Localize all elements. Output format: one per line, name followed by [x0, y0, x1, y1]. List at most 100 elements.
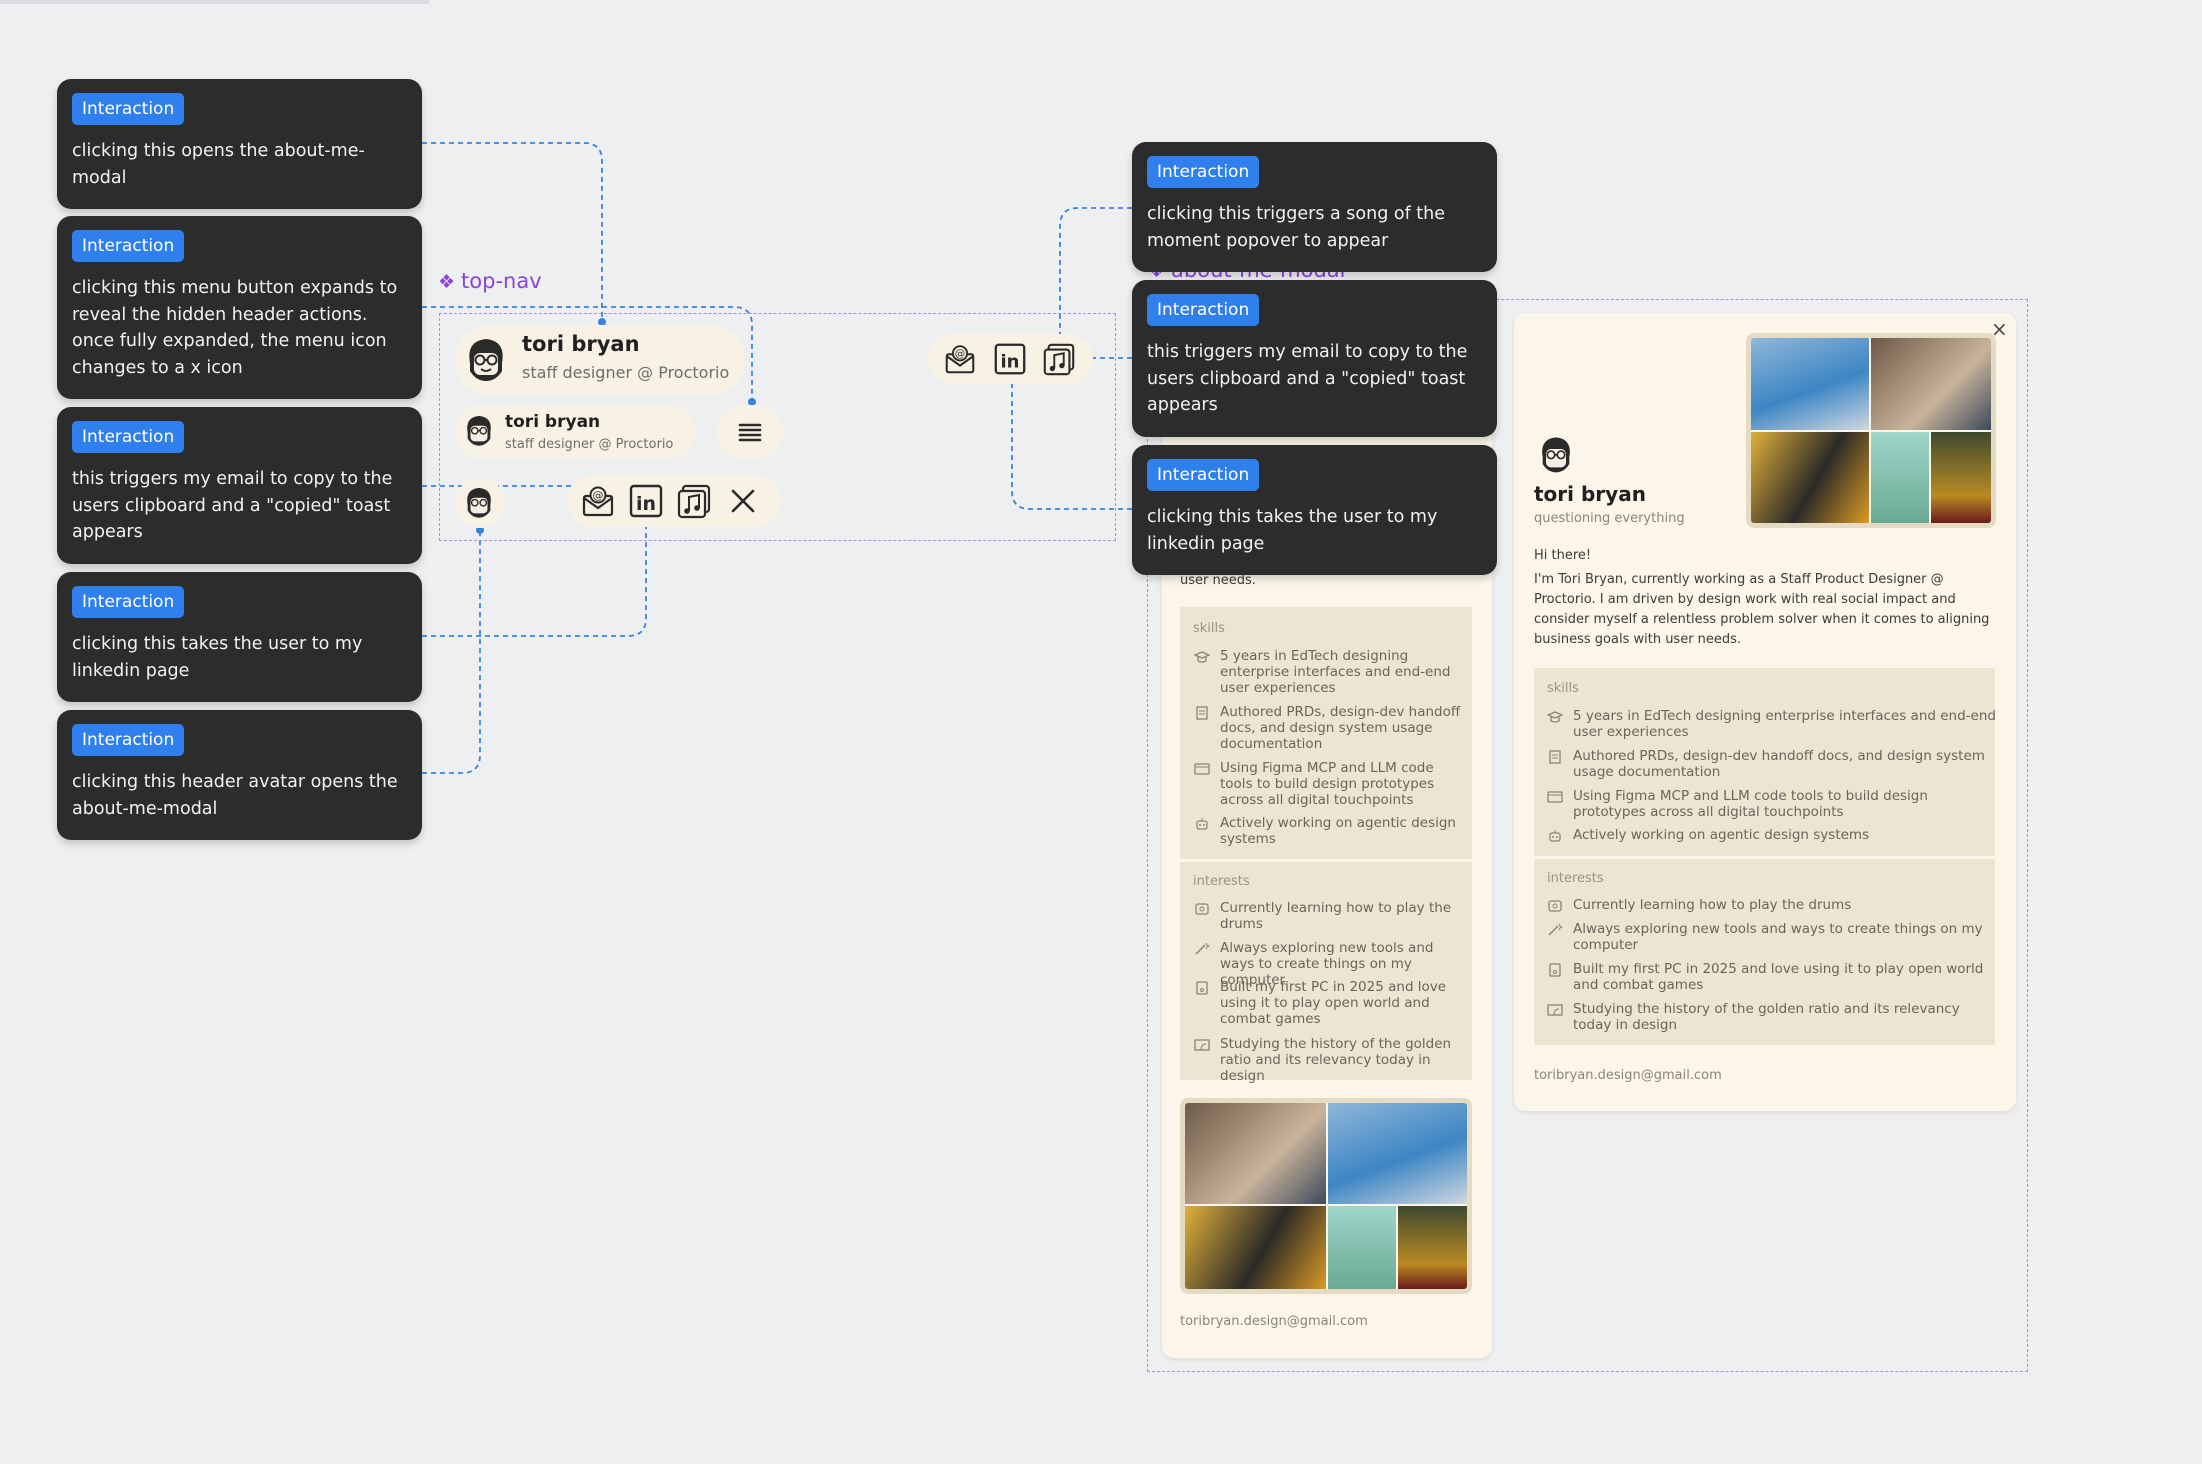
modal-intro-tail: user needs.	[1180, 573, 1256, 588]
svg-text:in: in	[636, 493, 656, 515]
avatar	[1542, 437, 1570, 473]
skills-title: skills	[1547, 681, 1579, 696]
item-text: Studying the history of the golden ratio…	[1220, 1036, 1452, 1084]
nav-pill-expanded-header[interactable]	[455, 325, 745, 395]
skills-panel	[1180, 607, 1472, 859]
skills-panel	[1534, 668, 1995, 856]
interaction-tag: Interaction	[72, 586, 185, 618]
item-text: 5 years in EdTech designing enterprise i…	[1573, 708, 1996, 740]
item-text: Currently learning how to play the drums	[1220, 900, 1452, 932]
annotation-text: clicking this takes the user to my linke…	[72, 634, 363, 681]
item-text: Built my first PC in 2025 and love using…	[1220, 979, 1447, 1027]
photo-tile	[1871, 432, 1929, 523]
magic-wand-icon	[1548, 923, 1563, 936]
browser-window-icon	[1547, 791, 1563, 803]
modal-email[interactable]: toribryan.design@gmail.com	[1180, 1314, 1368, 1329]
modal-intro: I'm Tori Bryan, currently working as a S…	[1534, 572, 1990, 647]
pc-tower-icon	[1549, 963, 1561, 977]
avatar[interactable]	[462, 333, 510, 385]
pc-tower-icon	[1196, 981, 1208, 995]
photo-tile	[1185, 1206, 1326, 1289]
email-icon[interactable]: @	[579, 482, 617, 520]
hamburger-menu-icon[interactable]	[731, 413, 769, 451]
interaction-tag: Interaction	[72, 230, 185, 262]
close-icon[interactable]	[724, 482, 762, 520]
skills-title: skills	[1193, 621, 1225, 636]
item-text: Actively working on agentic design syste…	[1220, 815, 1456, 847]
interaction-tag: Interaction	[1147, 156, 1260, 188]
annotation-header-avatar: Interaction clicking this header avatar …	[57, 710, 422, 840]
svg-text:@: @	[593, 489, 604, 502]
nav-pill-compact-header[interactable]	[455, 405, 695, 459]
interaction-tag: Interaction	[1147, 294, 1260, 326]
frame-label-top-nav: ❖top-nav	[438, 269, 542, 293]
component-icon: ❖	[438, 271, 456, 293]
item-text: 5 years in EdTech designing enterprise i…	[1220, 648, 1451, 696]
browser-window-icon	[1194, 763, 1210, 775]
avatar[interactable]	[462, 411, 496, 449]
annotation-text: clicking this header avatar opens the ab…	[72, 772, 398, 819]
item-text: Using Figma MCP and LLM code tools to bu…	[1573, 788, 1928, 820]
frame-label-text: top-nav	[461, 269, 542, 293]
modal-name: tori bryan	[1534, 482, 1646, 506]
modal-greeting: Hi there!	[1534, 548, 1592, 563]
menu-button[interactable]	[717, 405, 783, 459]
interests-title: interests	[1547, 871, 1604, 886]
music-note-icon[interactable]	[1041, 341, 1077, 377]
item-text: Studying the history of the golden ratio…	[1573, 1001, 1960, 1033]
photo-tile	[1398, 1206, 1467, 1289]
linkedin-icon[interactable]: in	[992, 341, 1028, 377]
photo-tile	[1328, 1206, 1396, 1289]
document-icon	[1196, 706, 1208, 720]
photo-collage	[1746, 333, 1996, 528]
golden-ratio-icon	[1194, 1039, 1210, 1051]
annotation-song-popover: Interaction clicking this triggers a son…	[1132, 142, 1497, 272]
interaction-tag: Interaction	[72, 724, 185, 756]
interests-panel	[1534, 859, 1995, 1045]
modal-tagline: questioning everything	[1534, 511, 1685, 526]
about-me-modal-frame	[1147, 299, 2028, 1372]
annotation-linkedin: Interaction clicking this takes the user…	[1132, 445, 1497, 575]
item-text: Authored PRDs, design-dev handoff docs, …	[1573, 748, 1985, 780]
item-text: Authored PRDs, design-dev handoff docs, …	[1220, 704, 1461, 752]
item-text: Currently learning how to play the drums	[1573, 897, 1852, 913]
annotation-text: clicking this menu button expands to rev…	[72, 278, 398, 378]
nav-role: staff designer @ Proctorio	[505, 437, 674, 452]
interaction-tag: Interaction	[72, 421, 185, 453]
item-text: Always exploring new tools and ways to c…	[1220, 940, 1434, 988]
annotation-text: clicking this triggers a song of the mom…	[1147, 204, 1446, 251]
annotation-text: clicking this takes the user to my linke…	[1147, 507, 1438, 554]
annotation-email-copy: Interaction this triggers my email to co…	[57, 407, 422, 564]
item-text: Actively working on agentic design syste…	[1573, 827, 1870, 843]
photo-tile	[1871, 338, 1991, 430]
magic-wand-icon	[1195, 942, 1210, 955]
top-nav-frame	[439, 313, 1116, 541]
robot-icon	[1549, 830, 1561, 842]
item-text: Using Figma MCP and LLM code tools to bu…	[1220, 760, 1435, 808]
photo-tile	[1185, 1103, 1326, 1204]
avatar[interactable]	[462, 483, 496, 521]
email-icon[interactable]: @	[942, 341, 978, 377]
interaction-tag: Interaction	[72, 93, 185, 125]
modal-email[interactable]: toribryan.design@gmail.com	[1534, 1068, 1722, 1083]
nav-name: tori bryan	[505, 412, 601, 432]
photo-tile	[1751, 432, 1869, 523]
interaction-tag: Interaction	[1147, 459, 1260, 491]
graduation-cap-icon	[1194, 651, 1210, 663]
close-icon[interactable]: ×	[1991, 317, 2008, 341]
nav-role: staff designer @ Proctorio	[522, 363, 730, 382]
robot-icon	[1196, 818, 1208, 830]
annotation-menu-button: Interaction clicking this menu button ex…	[57, 216, 422, 399]
svg-text:@: @	[955, 348, 965, 360]
annotation-about-modal: Interaction clicking this opens the abou…	[57, 79, 422, 209]
photo-tile	[1751, 338, 1869, 430]
annotation-text: clicking this opens the about-me-modal	[72, 141, 365, 188]
document-icon	[1549, 750, 1561, 764]
nav-name: tori bryan	[522, 332, 640, 356]
svg-text:in: in	[1001, 352, 1020, 373]
annotation-email-copy: Interaction this triggers my email to co…	[1132, 280, 1497, 437]
music-note-icon[interactable]	[675, 482, 713, 520]
golden-ratio-icon	[1547, 1004, 1563, 1016]
linkedin-icon[interactable]: in	[627, 482, 665, 520]
annotation-text: this triggers my email to copy to the us…	[72, 469, 393, 542]
